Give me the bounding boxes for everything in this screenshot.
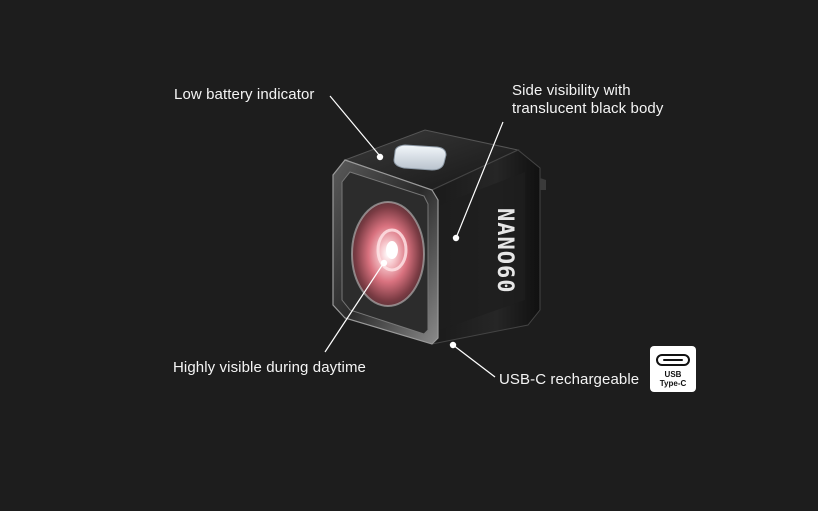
light-side-face — [431, 149, 546, 345]
callout-line-battery — [329, 95, 381, 157]
light-lens — [351, 201, 425, 307]
usb-c-port-icon — [656, 354, 690, 366]
callout-lines — [324, 95, 504, 378]
brand-mark: NANO60 — [492, 208, 517, 293]
usb-type-c-badge: USB Type-C — [650, 346, 696, 392]
usb-badge-line2: Type-C — [659, 379, 687, 388]
callout-battery-label: Low battery indicator — [174, 86, 315, 103]
callout-dot-usb — [449, 341, 457, 349]
callout-dots — [376, 153, 460, 349]
callout-line-usb — [452, 344, 496, 378]
callout-daytime-label: Highly visible during daytime — [173, 359, 366, 376]
callout-side-line1: Side visibility with — [512, 82, 631, 99]
callout-side-line2: translucent black body — [512, 100, 664, 117]
usb-badge-line1: USB — [664, 370, 682, 379]
callout-dot-side — [452, 234, 460, 242]
callout-dot-daytime — [380, 259, 388, 267]
power-button — [393, 144, 447, 171]
callout-dot-battery — [376, 153, 384, 161]
callout-usb-label: USB-C rechargeable — [499, 371, 640, 388]
callout-side-label: Side visibility with translucent black b… — [512, 82, 663, 118]
callout-line-daytime — [324, 263, 384, 353]
callout-line-side — [455, 121, 504, 239]
